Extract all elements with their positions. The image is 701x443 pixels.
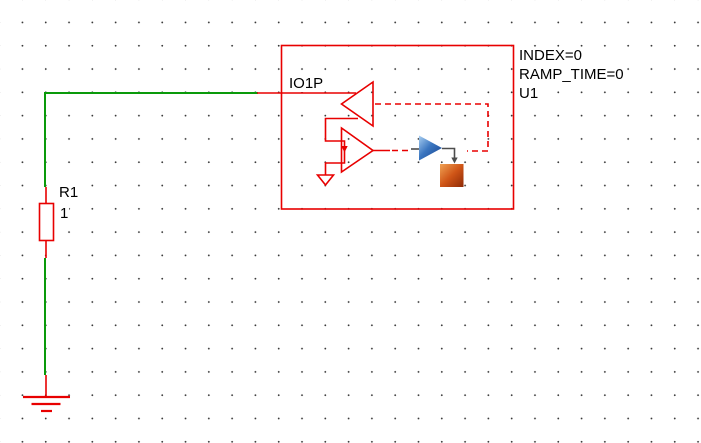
u1-body-outline bbox=[280, 44, 515, 210]
reference-label-u1[interactable]: U1 bbox=[518, 85, 540, 102]
dashed-feedback-path bbox=[375, 103, 489, 152]
upper-buffer-triangle-icon bbox=[340, 80, 374, 128]
internal-ground-arrow-icon bbox=[315, 174, 336, 187]
lower-buffer-triangle-icon bbox=[340, 126, 375, 174]
elbow-connector-line bbox=[442, 147, 456, 158]
wire-net[interactable] bbox=[44, 92, 258, 375]
u1-component-symbol[interactable] bbox=[257, 44, 515, 210]
property-label-ramp-time[interactable]: RAMP_TIME=0 bbox=[518, 66, 625, 83]
step-converter-symbol bbox=[324, 117, 358, 175]
resistor-body bbox=[38, 202, 55, 242]
connector-arrowhead-icon bbox=[451, 157, 458, 164]
wire-segment-top[interactable] bbox=[44, 92, 258, 187]
reference-label-r1[interactable]: R1 bbox=[58, 184, 80, 201]
resistor-r1-symbol[interactable] bbox=[38, 187, 55, 258]
value-label-r1[interactable]: 1 bbox=[59, 205, 70, 222]
orange-block-icon bbox=[440, 164, 464, 187]
property-label-index[interactable]: INDEX=0 bbox=[518, 47, 583, 64]
blue-arrow-icon bbox=[419, 135, 442, 161]
down-arrow-icon bbox=[341, 146, 348, 153]
ground-symbol[interactable] bbox=[23, 375, 70, 413]
port-label-io1p[interactable]: IO1P bbox=[288, 75, 325, 92]
